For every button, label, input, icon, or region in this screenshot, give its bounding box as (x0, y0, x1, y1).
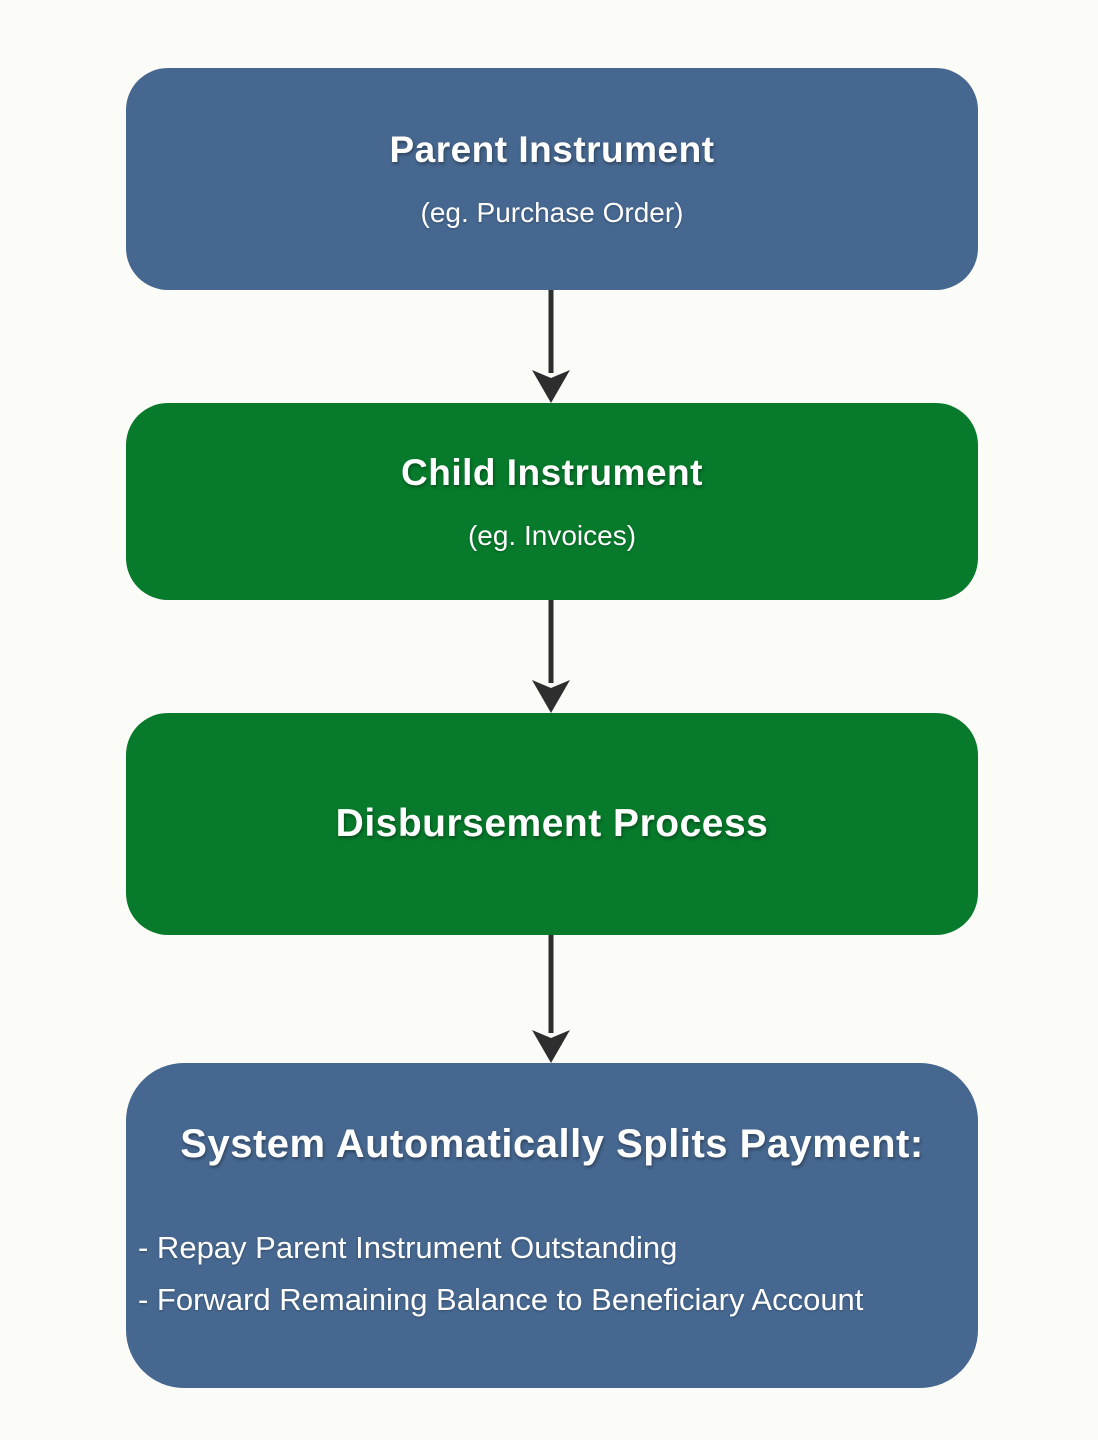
arrow-down-icon (532, 935, 570, 1063)
node-title: Child Instrument (401, 451, 703, 493)
node-split-payment: System Automatically Splits Payment: - R… (126, 1063, 978, 1388)
node-subtitle: (eg. Invoices) (467, 519, 637, 551)
node-child-instrument: Child Instrument (eg. Invoices) (126, 403, 978, 600)
node-disbursement-process: Disbursement Process (126, 713, 978, 935)
split-payment-bullets: - Repay Parent Instrument Outstanding - … (126, 1222, 978, 1326)
arrow-down-icon (532, 290, 570, 403)
bullet-forward-balance: - Forward Remaining Balance to Beneficia… (138, 1282, 864, 1317)
node-subtitle: (eg. Purchase Order) (420, 197, 684, 228)
arrow-down-icon (532, 600, 570, 713)
node-title: Parent Instrument (389, 129, 715, 170)
node-parent-instrument: Parent Instrument (eg. Purchase Order) (126, 68, 978, 290)
bullet-repay-parent: - Repay Parent Instrument Outstanding (138, 1230, 678, 1265)
node-title: System Automatically Splits Payment: (180, 1122, 924, 1166)
node-title: Disbursement Process (335, 802, 769, 845)
